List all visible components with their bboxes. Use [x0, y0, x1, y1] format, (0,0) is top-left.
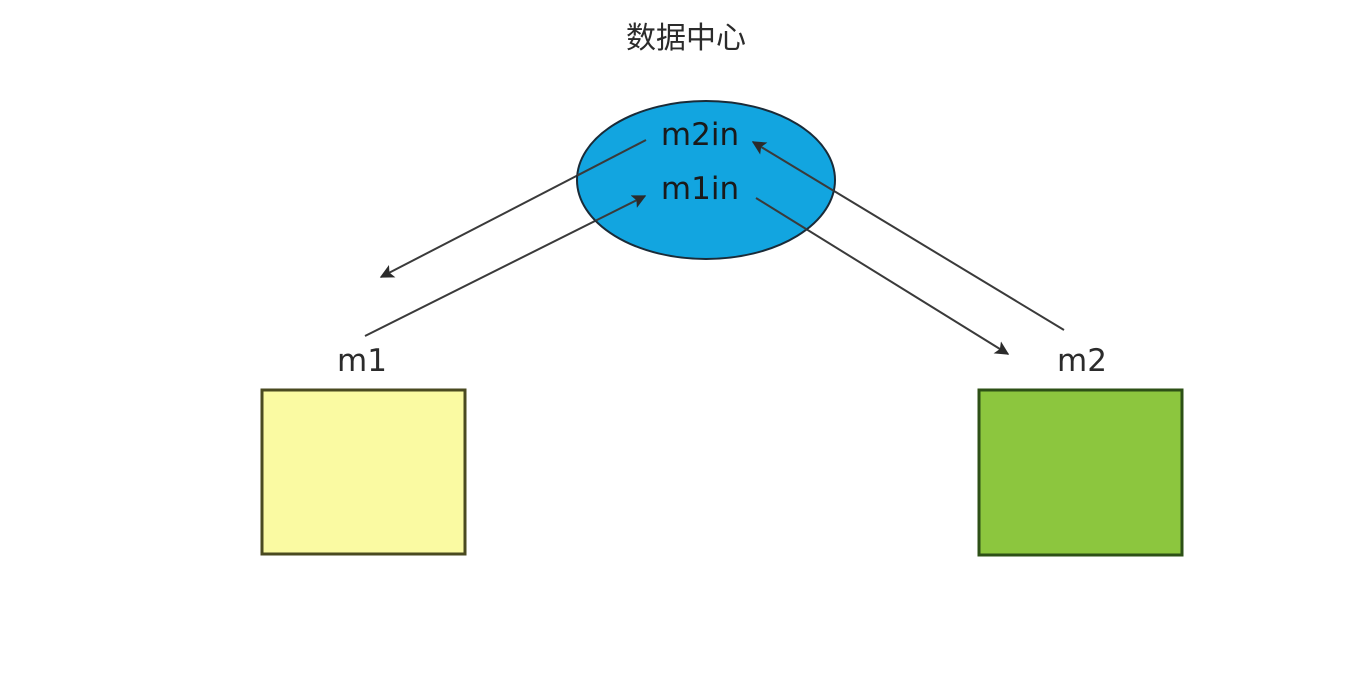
node-datacenter[interactable]: [576, 100, 836, 260]
edge-m1-to-datacenter-overlay: [595, 195, 647, 222]
m1-label: m1: [337, 343, 387, 379]
m2-label: m2: [1057, 343, 1107, 379]
node-m1[interactable]: m1: [260, 343, 467, 556]
edge-datacenter-to-m1-overlay: [576, 139, 647, 177]
m2-rect[interactable]: [977, 388, 1184, 557]
datacenter-label-m2in: m2in: [661, 117, 739, 153]
m1-rect[interactable]: [260, 388, 467, 556]
datacenter-ellipse[interactable]: [576, 100, 836, 260]
datacenter-label-m1in: m1in: [661, 171, 739, 207]
diagram-title: 数据中心: [626, 21, 746, 56]
edge-overlay-layer: [576, 139, 835, 231]
edge-m2-to-datacenter-overlay: [751, 141, 835, 192]
edge-datacenter-to-m2-overlay: [755, 197, 808, 231]
node-m2[interactable]: m2: [977, 343, 1184, 557]
